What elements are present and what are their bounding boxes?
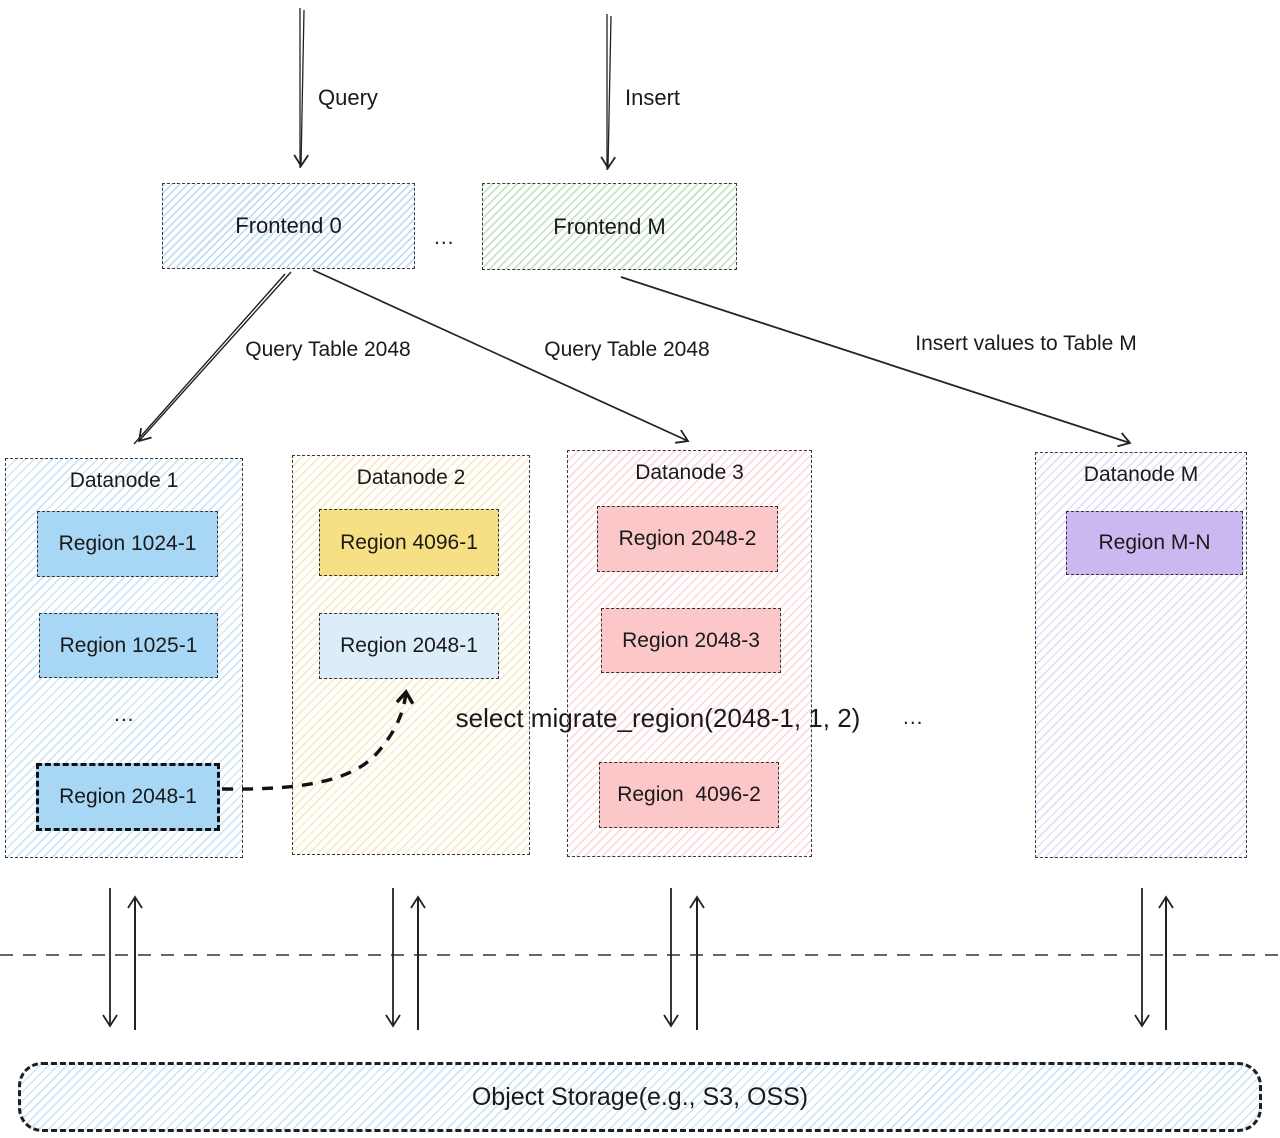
- frontend-0-label: Frontend 0: [235, 213, 342, 238]
- datanode-1-dots: ...: [114, 703, 135, 726]
- insert-arrow-label: Insert: [625, 85, 681, 110]
- region-4096-1: Region 4096-1: [319, 509, 499, 576]
- region-2048-2: Region 2048-2: [597, 506, 778, 572]
- edge-label-insert-values: Insert values to Table M: [915, 332, 1137, 355]
- insert-arrow-stroke2: [600, 15, 616, 170]
- query-arrow-label: Query: [318, 85, 378, 110]
- region-m-n: Region M-N: [1066, 511, 1243, 575]
- frontend-dots: ...: [434, 226, 455, 249]
- object-storage-label: Object Storage(e.g., S3, OSS): [471, 1082, 809, 1111]
- region-1024-1: Region 1024-1: [37, 511, 218, 577]
- datanode-1-title: Datanode 1: [69, 469, 179, 492]
- frontend-0-box: Frontend 0: [162, 183, 415, 269]
- region-2048-1-source: Region 2048-1: [36, 763, 220, 831]
- datanode-3-box: Datanode 3 Region 2048-2 Region 2048-3 R…: [567, 450, 812, 857]
- region-2048-1-target: Region 2048-1: [319, 613, 499, 679]
- frontend-m-box: Frontend M: [482, 183, 737, 270]
- edge-label-query-table-mid: Query Table 2048: [544, 338, 710, 361]
- datanode-2-title: Datanode 2: [356, 466, 466, 489]
- migrate-region-command: select migrate_region(2048-1, 1, 2): [455, 703, 861, 733]
- migrate-command-dots: ...: [903, 706, 924, 729]
- object-storage-box: Object Storage(e.g., S3, OSS): [18, 1062, 1262, 1132]
- datanode-m-box: Datanode M Region M-N: [1035, 452, 1247, 858]
- datanode-2-box: Datanode 2 Region 4096-1 Region 2048-1: [292, 455, 530, 855]
- region-2048-3: Region 2048-3: [601, 608, 781, 673]
- query-arrow-stroke2: [293, 9, 309, 168]
- datanode-1-box: Datanode 1 Region 1024-1 Region 1025-1 .…: [5, 458, 243, 858]
- region-4096-2: Region 4096-2: [599, 762, 779, 828]
- region-1025-1: Region 1025-1: [39, 613, 218, 678]
- datanode-m-title: Datanode M: [1083, 463, 1199, 486]
- datanode-3-title: Datanode 3: [635, 461, 744, 484]
- edge-label-query-table-left: Query Table 2048: [245, 338, 411, 361]
- frontend-m-label: Frontend M: [553, 213, 666, 239]
